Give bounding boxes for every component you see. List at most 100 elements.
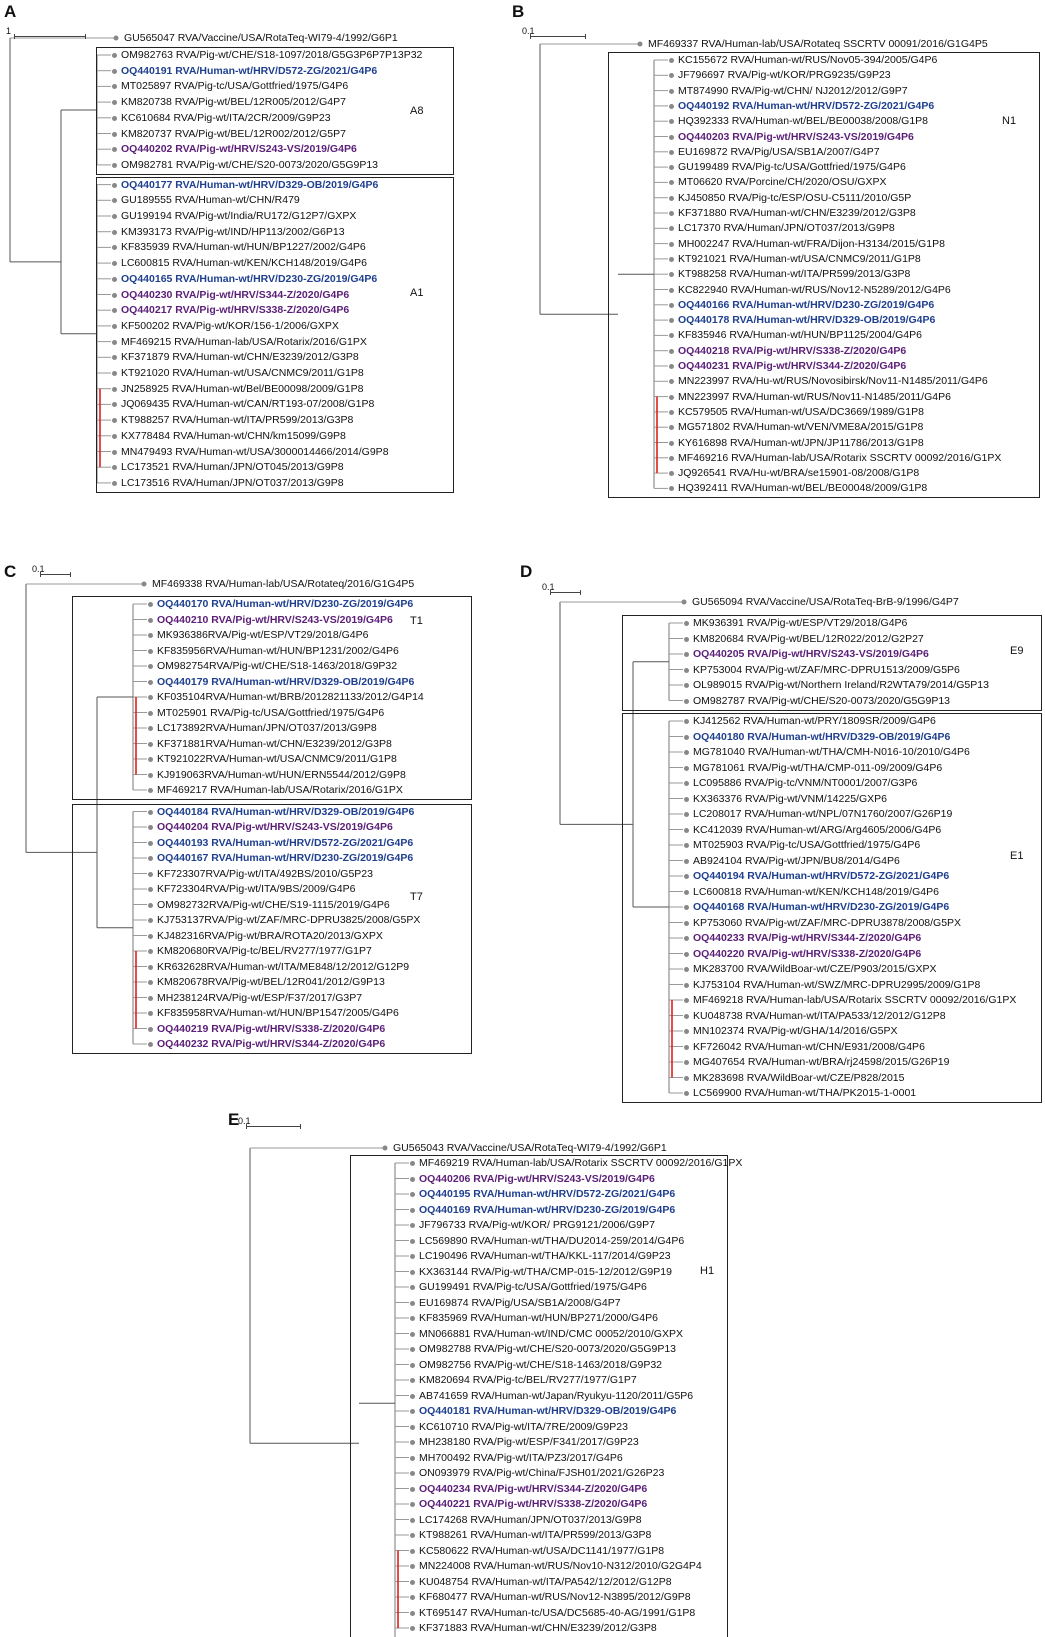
scale-bar-tick bbox=[300, 1124, 301, 1129]
taxon-label: KJ412562 RVA/Human-wt/PRY/1809SR/2009/G4… bbox=[684, 715, 936, 727]
taxon-label: KC155672 RVA/Human-wt/RUS/Nov05-394/2005… bbox=[668, 54, 938, 66]
scale-bar-tick bbox=[85, 34, 86, 39]
taxon-label: MF469215 RVA/Human-lab/USA/Rotarix/2016/… bbox=[112, 335, 367, 348]
taxon-label: KM393173 RVA/Pig-wt/IND/HP113/2002/G6P13 bbox=[112, 225, 345, 238]
scale-bar-label: 0.1 bbox=[32, 564, 45, 574]
taxon-label: LC208017 RVA/Human-wt/NPL/07N1760/2007/G… bbox=[683, 808, 953, 820]
taxon-label: OQ440184 RVA/Human-wt/HRV/D329-OB/2019/G… bbox=[147, 805, 415, 818]
taxon-label: MT025897 RVA/Pig-tc/USA/Gottfried/1975/G… bbox=[111, 80, 349, 93]
outgroup-tip: GU565043 RVA/Vaccine/USA/RotaTeq-WI79-4/… bbox=[393, 1142, 667, 1154]
taxon-label: OQ440231 RVA/Pig-wt/HRV/S344-Z/2020/G4P6 bbox=[668, 360, 907, 372]
taxon-label: KU048754 RVA/Human-wt/ITA/PA542/12/2012/… bbox=[410, 1575, 672, 1588]
scale-bar-label: 0.1 bbox=[522, 26, 535, 36]
taxon-label: OQ440179 RVA/Human-wt/HRV/D329-OB/2019/G… bbox=[147, 675, 415, 688]
taxon-label: KX778484 RVA/Human-wt/CHN/km15099/G9P8 bbox=[112, 429, 346, 442]
taxon-label: OQ440206 RVA/Pig-wt/HRV/S243-VS/2019/G4P… bbox=[410, 1172, 655, 1185]
taxon-label: KC580622 RVA/Human-wt/USA/DC1141/1977/G1… bbox=[409, 1544, 665, 1557]
taxon-label: MG781040 RVA/Human-wt/THA/CMH-N016-10/20… bbox=[684, 746, 970, 758]
taxon-label: GU189555 RVA/Human-wt/CHN/R479 bbox=[112, 194, 300, 207]
taxon-label: MT874990 RVA/Pig-wt/CHN/ NJ2012/2012/G9P… bbox=[669, 84, 908, 97]
taxon-label: MT025901 RVA/Pig-tc/USA/Gottfried/1975/G… bbox=[147, 706, 385, 719]
scale-bar bbox=[246, 1126, 300, 1127]
taxon-label: JN258925 RVA/Human-wt/Bel/BE00098/2009/G… bbox=[111, 382, 364, 395]
taxon-label: MH238124RVA/Pig-wt/ESP/F37/2017/G3P7 bbox=[147, 991, 363, 1004]
taxon-label: ON093979 RVA/Pig-wt/China/FJSH01/2021/G2… bbox=[409, 1467, 665, 1479]
scale-bar-tick bbox=[585, 34, 586, 39]
taxon-label: KC822940 RVA/Human-wt/RUS/Nov12-N5289/20… bbox=[669, 283, 951, 296]
clade-label: E1 bbox=[1010, 849, 1024, 862]
taxon-label: OQ440221 RVA/Pig-wt/HRV/S338-Z/2020/G4P6 bbox=[409, 1498, 648, 1510]
taxon-label: KF371883 RVA/Human-wt/CHN/E3239/2012/G3P… bbox=[410, 1622, 657, 1634]
taxon-label: OQ440218 RVA/Pig-wt/HRV/S338-Z/2020/G4P6 bbox=[668, 344, 907, 357]
taxon-label: KF835946 RVA/Human-wt/HUN/BP1125/2004/G4… bbox=[669, 329, 922, 342]
taxon-label: OQ440219 RVA/Pig-wt/HRV/S338-Z/2020/G4P6 bbox=[147, 1022, 386, 1035]
clade-label: A8 bbox=[410, 105, 424, 117]
taxon-label: KC412039 RVA/Human-wt/ARG/Arg4605/2006/G… bbox=[683, 823, 942, 836]
taxon-label: OQ440233 RVA/Pig-wt/HRV/S344-Z/2020/G4P6 bbox=[683, 932, 922, 944]
taxon-label: OM982781 RVA/Pig-wt/CHE/S20-0073/2020/G5… bbox=[111, 158, 379, 171]
taxon-label: MF469218 RVA/Human-lab/USA/Rotarix SSCRT… bbox=[683, 994, 1017, 1006]
taxon-label: KY616898 RVA/Human-wt/JPN/JP11786/2013/G… bbox=[669, 436, 924, 449]
clade-box-t7 bbox=[72, 803, 472, 1054]
outgroup-node bbox=[681, 599, 687, 605]
clade-label: H1 bbox=[700, 1265, 715, 1277]
outgroup-tip: GU565094 RVA/Vaccine/USA/RotaTeq-BrB-9/1… bbox=[692, 596, 959, 608]
taxon-label: MN102374 RVA/Pig-wt/GHA/14/2016/G5PX bbox=[683, 1025, 898, 1037]
taxon-label: OQ440203 RVA/Pig-wt/HRV/S243-VS/2019/G4P… bbox=[669, 130, 914, 143]
taxon-label: OQ440168 RVA/Human-wt/HRV/D230-ZG/2019/G… bbox=[683, 901, 950, 913]
taxon-label: KT988261 RVA/Human-wt/ITA/PR599/2013/G3P… bbox=[409, 1529, 652, 1541]
taxon-label: LC600815 RVA/Human-wt/KEN/KCH148/2019/G4… bbox=[112, 257, 367, 270]
scale-bar bbox=[14, 36, 85, 37]
taxon-label: MH238180 RVA/Pig-wt/ESP/F341/2017/G9P23 bbox=[410, 1436, 639, 1448]
panel-label-c: C bbox=[4, 562, 17, 581]
taxon-label: MK936391 RVA/Pig-wt/ESP/VT29/2018/G4P6 bbox=[683, 617, 908, 629]
taxon-label: KM820678RVA/Pig-wt/BEL/12R041/2012/G9P13 bbox=[148, 976, 385, 988]
taxon-label: KF035104RVA/Human-wt/BRB/2012821133/2012… bbox=[148, 691, 424, 703]
taxon-label: KM820738 RVA/Pig-wt/BEL/12R005/2012/G4P7 bbox=[112, 96, 346, 109]
clade-label: E9 bbox=[1010, 645, 1024, 657]
taxon-label: KP753060 RVA/Pig-wt/ZAF/MRC-DPRU3878/200… bbox=[683, 916, 962, 929]
taxon-label: OQ440191 RVA/Human-wt/HRV/D572-ZG/2021/G… bbox=[111, 64, 378, 77]
clade-box-e1 bbox=[622, 713, 1042, 1103]
taxon-label: GU199194 RVA/Pig-wt/India/RU172/G12P7/GX… bbox=[111, 210, 357, 222]
taxon-label: MN479493 RVA/Human-wt/USA/3000014466/201… bbox=[112, 445, 389, 458]
clade-label: T1 bbox=[410, 615, 423, 627]
taxon-label: AB741659 RVA/Human-wt/Japan/Ryukyu-1120/… bbox=[409, 1389, 694, 1402]
taxon-label: OQ440181 RVA/Human-wt/HRV/D329-OB/2019/G… bbox=[409, 1405, 677, 1417]
taxon-label: LC600818 RVA/Human-wt/KEN/KCH148/2019/G4… bbox=[684, 885, 939, 898]
scale-bar-tick bbox=[246, 1124, 247, 1129]
taxon-label: MK283700 RVA/WildBoar-wt/CZE/P903/2015/G… bbox=[684, 963, 937, 975]
taxon-label: KT921020 RVA/Human-wt/USA/CNMC9/2011/G1P… bbox=[112, 367, 364, 379]
taxon-label: JF796733 RVA/Pig-wt/KOR/ PRG9121/2006/G9… bbox=[410, 1219, 655, 1231]
panel-label-b: B bbox=[512, 2, 525, 21]
taxon-label: HQ392333 RVA/Human-wt/BEL/BE00038/2008/G… bbox=[668, 115, 929, 128]
taxon-label: LC569890 RVA/Human-wt/THA/DU2014-259/201… bbox=[409, 1234, 685, 1247]
taxon-label: KM820694 RVA/Pig-tc/BEL/RV277/1977/G1P7 bbox=[410, 1374, 637, 1386]
taxon-label: OM982754RVA/Pig-wt/CHE/S18-1463/2018/G9P… bbox=[147, 660, 398, 672]
taxon-label: MN223997 RVA/Human-wt/RUS/Nov11-N1485/20… bbox=[669, 390, 951, 403]
taxon-label: MF469219 RVA/Human-lab/USA/Rotarix SSCRT… bbox=[409, 1157, 743, 1169]
outgroup-node bbox=[113, 35, 119, 41]
taxon-label: OM982732RVA/Pig-wt/CHE/S19-1115/2019/G4P… bbox=[148, 898, 390, 911]
taxon-label: OQ440166 RVA/Human-wt/HRV/D230-ZG/2019/G… bbox=[668, 298, 935, 311]
taxon-label: KX363144 RVA/Pig-wt/THA/CMP-015-12/2012/… bbox=[410, 1265, 672, 1278]
taxon-label: MG571802 RVA/Human-wt/VEN/VME8A/2015/G1P… bbox=[668, 421, 924, 434]
taxon-label: KF371881RVA/Human-wt/CHN/E3239/2012/G3P8 bbox=[148, 737, 392, 750]
panel-label-e: E bbox=[228, 1110, 240, 1129]
taxon-label: LC17370 RVA/Human/JPN/OT037/2013/G9P8 bbox=[669, 222, 895, 235]
taxon-label: KF726042 RVA/Human-wt/CHN/E931/2008/G4P6 bbox=[684, 1040, 925, 1053]
clade-box-a8 bbox=[96, 47, 454, 175]
taxon-label: KJ450850 RVA/Pig-tc/ESP/OSU-C5111/2010/G… bbox=[668, 191, 912, 204]
taxon-label: KT921021 RVA/Human-wt/USA/CNMC9/2011/G1P… bbox=[669, 252, 921, 265]
taxon-label: KJ753137RVA/Pig-wt/ZAF/MRC-DPRU3825/2008… bbox=[147, 914, 421, 926]
taxon-label: GU199491 RVA/Pig-tc/USA/Gottfried/1975/G… bbox=[410, 1281, 647, 1293]
taxon-label: KJ482316RVA/Pig-wt/BRA/ROTA20/2013/GXPX bbox=[148, 929, 383, 942]
taxon-label: MN224008 RVA/Human-wt/RUS/Nov10-N312/201… bbox=[410, 1560, 702, 1572]
taxon-label: KF835958RVA/Human-wt/HUN/BP1547/2005/G4P… bbox=[148, 1007, 399, 1019]
taxon-label: MH002247 RVA/Human-wt/FRA/Dijon-H3134/20… bbox=[669, 237, 945, 250]
scale-bar-label: 0.1 bbox=[542, 582, 555, 592]
taxon-label: LC190496 RVA/Human-wt/THA/KKL-117/2014/G… bbox=[410, 1250, 671, 1262]
clade-box-h1 bbox=[350, 1155, 728, 1637]
taxon-label: LC095886 RVA/Pig-tc/VNM/NT0001/2007/G3P6 bbox=[683, 777, 918, 789]
